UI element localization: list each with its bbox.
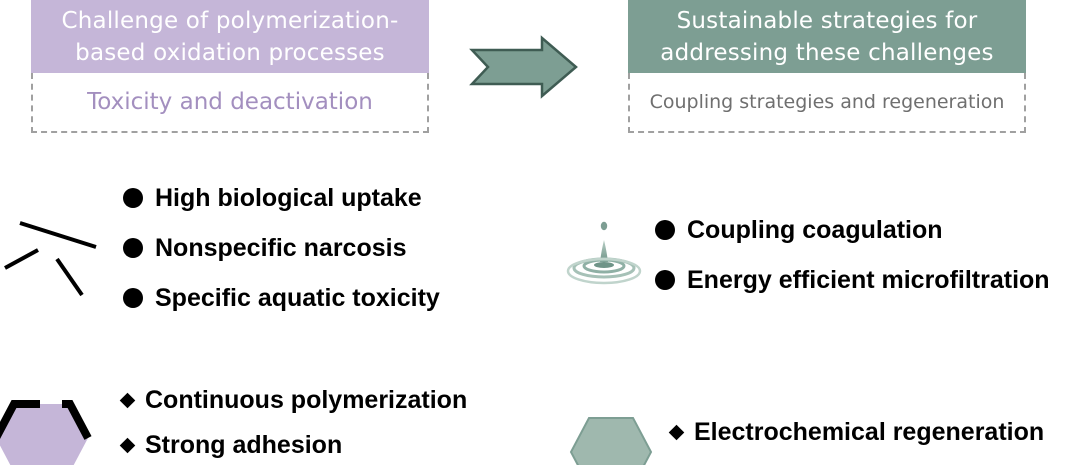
clean-hexagon-icon (569, 417, 653, 465)
list-item-text: Specific aquatic toxicity (155, 283, 440, 312)
challenge-title-line1: Challenge of polymerization- (61, 7, 399, 34)
list-item-text: Strong adhesion (145, 430, 343, 459)
water-droplet-icon (566, 221, 642, 285)
right-arrow-icon (469, 35, 578, 99)
bullet-dot-icon (655, 270, 675, 290)
list-item: Continuous polymerization (118, 375, 467, 425)
list-item-text: Nonspecific narcosis (155, 233, 407, 262)
challenge-header: Challenge of polymerization- based oxida… (31, 0, 429, 73)
fouled-hexagon-icon (0, 400, 92, 465)
bullet-dot-icon (655, 220, 675, 240)
bullet-diamond-icon (668, 424, 685, 440)
strategies-title-line2: addressing these challenges (660, 39, 994, 66)
list-item: Nonspecific narcosis (123, 223, 440, 273)
list-item: Strong adhesion (118, 425, 467, 465)
regeneration-list: Electrochemical regeneration (667, 408, 1044, 456)
list-item-text: Continuous polymerization (145, 385, 468, 414)
bullet-dot-icon (123, 238, 143, 258)
challenge-subtitle-box: Toxicity and deactivation (31, 73, 429, 133)
strategies-subtitle: Coupling strategies and regeneration (649, 91, 1005, 113)
bullet-diamond-icon (119, 392, 136, 408)
challenge-title-line2: based oxidation processes (75, 39, 385, 66)
list-item-text: Coupling coagulation (687, 215, 943, 244)
bullet-dot-icon (123, 188, 143, 208)
list-item-text: Electrochemical regeneration (694, 417, 1045, 446)
list-item: Coupling coagulation (655, 205, 1050, 255)
strategies-header: Sustainable strategies for addressing th… (628, 0, 1026, 73)
toxicity-list: High biological uptake Nonspecific narco… (123, 173, 440, 323)
strategies-title-line1: Sustainable strategies for (676, 7, 978, 34)
deactivation-list: Continuous polymerization Strong adhesio… (118, 375, 467, 465)
bullet-diamond-icon (119, 437, 136, 453)
challenge-subtitle: Toxicity and deactivation (87, 89, 373, 115)
bullet-dot-icon (123, 288, 143, 308)
list-item-text: Energy efficient microfiltration (687, 265, 1050, 294)
list-item-text: High biological uptake (155, 183, 422, 212)
list-item: Energy efficient microfiltration (655, 255, 1050, 305)
coupling-list: Coupling coagulation Energy efficient mi… (655, 205, 1050, 305)
strategies-subtitle-box: Coupling strategies and regeneration (628, 73, 1026, 133)
list-item: Specific aquatic toxicity (123, 273, 440, 323)
list-item: High biological uptake (123, 173, 440, 223)
polymer-fragments-icon (4, 221, 97, 297)
list-item: Electrochemical regeneration (667, 408, 1044, 456)
